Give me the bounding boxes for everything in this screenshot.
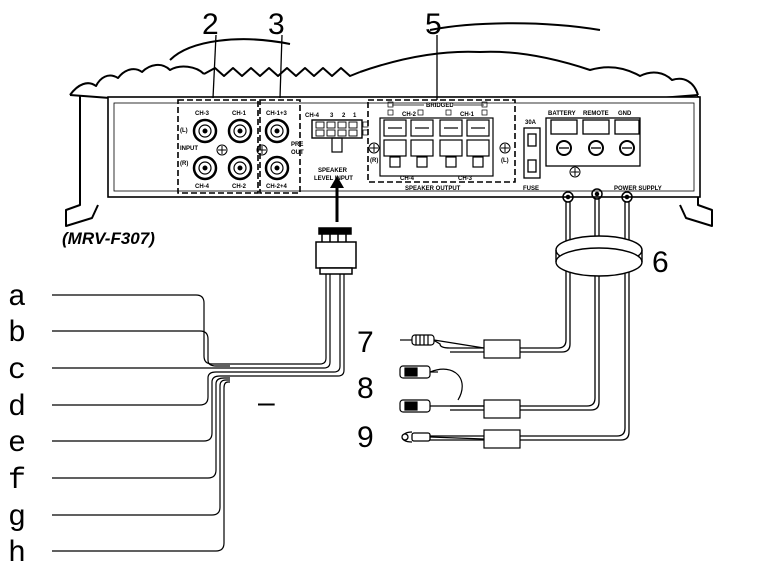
input-ch4-label: CH-4	[195, 184, 210, 190]
bridged-line	[387, 101, 488, 116]
wire-h-label: h	[8, 537, 26, 571]
power-wires	[429, 199, 630, 441]
preout-pre-label: PRE	[291, 142, 303, 148]
input-title-label: INPUT	[180, 146, 198, 152]
wire-b-label: b	[8, 317, 26, 351]
spk-level-1-label: 1	[353, 113, 357, 119]
inline-fuse-icon	[483, 339, 521, 449]
preout-ch24-label: CH-2+4	[266, 184, 288, 190]
spk-out-ch3-label: CH-3	[458, 176, 473, 182]
gnd-label: GND	[618, 111, 632, 117]
spk-out-ch4-label: CH-4	[400, 176, 415, 182]
remote-pin-connector-icon	[400, 334, 485, 349]
spk-out-l-label: (L)	[501, 158, 509, 164]
spk-out-ch2-label: CH-2	[402, 112, 417, 118]
wire-d-label: d	[8, 391, 26, 425]
callout-9: 9	[357, 421, 374, 454]
fuse-label: FUSE	[523, 186, 539, 192]
spk-level-line2-label: LEVEL INPUT	[314, 176, 353, 182]
wire-f-label: f	[8, 464, 26, 498]
callout-leaders	[212, 34, 438, 100]
spk-level-3-label: 3	[330, 113, 334, 119]
wire-a-label: a	[8, 281, 26, 315]
wire-c-label: c	[8, 354, 26, 388]
power-terminal-icon	[545, 117, 641, 167]
input-ch3-label: CH-3	[195, 111, 210, 117]
rca-jack-icon	[192, 118, 253, 181]
remote-label: REMOTE	[583, 111, 609, 117]
spk-level-2-label: 2	[342, 113, 346, 119]
preout-ch13-label: CH-1+3	[266, 111, 288, 117]
speaker-terminal-icon	[379, 117, 494, 177]
screw-icon	[368, 142, 511, 154]
battery-lead-connector-icon	[399, 365, 484, 413]
arrow-icon	[330, 176, 344, 222]
screw-icon	[216, 144, 228, 156]
screw-icon	[256, 144, 268, 156]
fuse-icon	[523, 127, 541, 179]
ground-spade-connector-icon	[401, 431, 485, 443]
speaker-level-connector-icon	[311, 119, 369, 153]
callout-2: 2	[202, 8, 219, 41]
dash-mark: –	[258, 386, 275, 419]
spk-out-r-label: (R)	[370, 158, 378, 164]
spk-level-line1-label: SPEAKER	[318, 168, 348, 174]
input-ch1-label: CH-1	[232, 111, 247, 117]
amp-front-panel	[107, 96, 701, 198]
power-supply-label: POWER SUPPLY	[614, 186, 662, 192]
bridged-label: BRIDGED	[426, 103, 454, 109]
callout-5: 5	[425, 8, 442, 41]
amp-inner-panel	[113, 102, 695, 192]
harness-plug-icon	[315, 227, 357, 275]
battery-label: BATTERY	[548, 111, 576, 117]
spk-out-title-label: SPEAKER OUTPUT	[405, 186, 461, 192]
fuse-rating-label: 30A	[525, 120, 537, 126]
callout-3: 3	[268, 8, 285, 41]
callout-8: 8	[357, 372, 374, 405]
callout-6: 6	[652, 246, 669, 279]
ground-screw-icon	[569, 166, 581, 178]
rca-jack-icon	[264, 118, 290, 181]
input-r-label: (R)	[180, 161, 188, 167]
preout-out-label: OUT	[291, 150, 304, 156]
preout-block-frame	[259, 99, 301, 194]
spk-out-ch1-label: CH-1	[460, 112, 475, 118]
speaker-output-block-frame	[367, 99, 516, 183]
callout-7: 7	[357, 326, 374, 359]
wire-e-label: e	[8, 427, 26, 461]
input-ch2-label: CH-2	[232, 184, 247, 190]
input-l-label: (L)	[180, 128, 188, 134]
wire-g-label: g	[8, 501, 26, 535]
wire-clamp-icon	[555, 235, 643, 277]
spk-level-ch4-label: CH-4	[305, 113, 320, 119]
harness-wires	[52, 274, 345, 552]
model-label: (MRV-F307)	[62, 229, 155, 248]
ring-terminal-icon	[562, 188, 633, 203]
